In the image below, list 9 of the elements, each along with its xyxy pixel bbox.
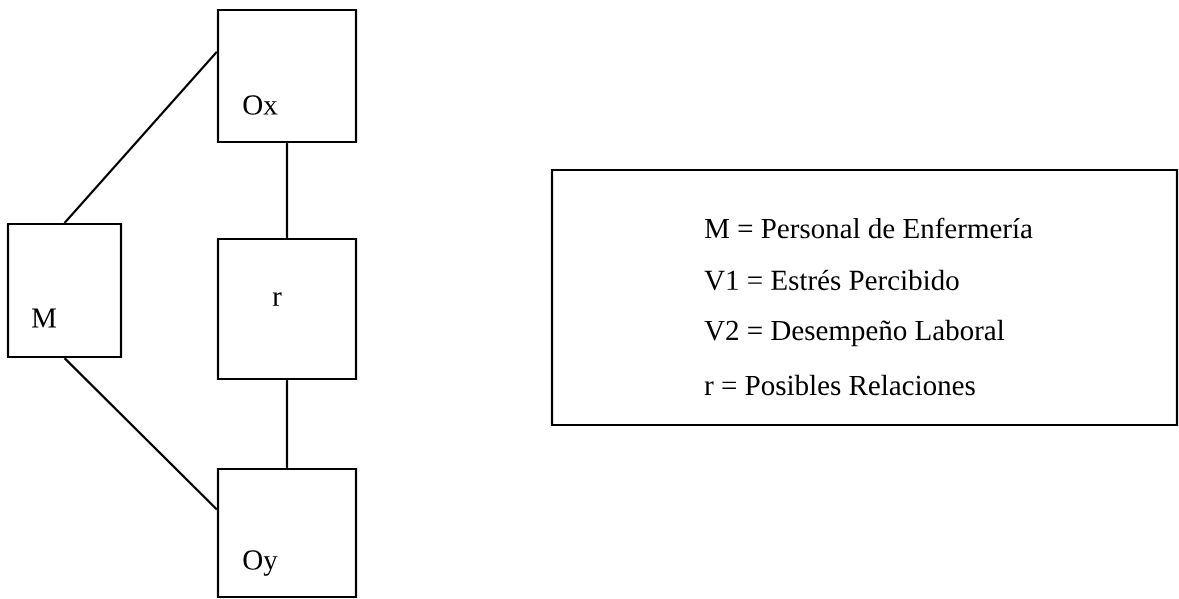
box: Oy bbox=[216, 467, 358, 599]
connector-line bbox=[285, 143, 289, 238]
legend-box: M = Personal de Enfermería V1 = Estrés Percibido V2 = Desempeño Laboral r = Posibles Relaciones bbox=[550, 168, 1179, 427]
connector-line bbox=[285, 380, 289, 468]
box: M bbox=[6, 222, 123, 359]
connector-line bbox=[63, 357, 218, 511]
box: Ox bbox=[216, 8, 358, 144]
box: r bbox=[216, 237, 358, 381]
connector-line bbox=[63, 51, 218, 224]
